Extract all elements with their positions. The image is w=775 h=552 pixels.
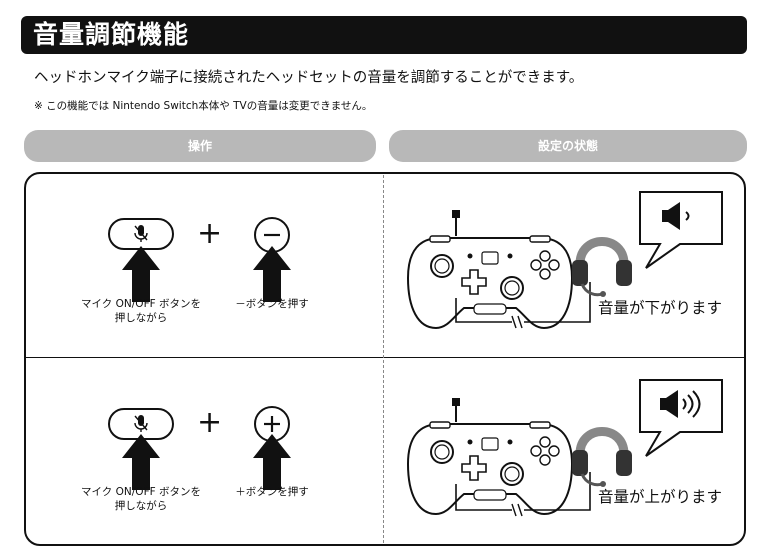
- arrow-up-icon: [122, 434, 160, 490]
- column-header-operation: 操作: [24, 130, 376, 162]
- column-header-state: 設定の状態: [389, 130, 747, 162]
- hold-label-line1: マイク ON/OFF ボタンを: [81, 298, 201, 310]
- speaker-low-icon: [662, 202, 690, 230]
- speech-bubble: [639, 191, 723, 269]
- note-text: ※ この機能では Nintendo Switch本体や TVの音量は変更できませ…: [34, 100, 373, 112]
- headset-icon: [572, 432, 632, 488]
- arrow-up-icon: [253, 246, 291, 302]
- speech-bubble: [639, 379, 723, 457]
- press-label: －ボタンを押す: [235, 298, 309, 310]
- plus-sign: +: [197, 405, 223, 440]
- page-title: 音量調節機能: [33, 20, 190, 49]
- hold-label-line2: 押しながら: [114, 312, 168, 324]
- headset-icon: [572, 242, 632, 298]
- description-text: ヘッドホンマイク端子に接続されたヘッドセットの音量を調節することができます。: [34, 70, 584, 86]
- controller-icon: [407, 235, 573, 329]
- press-label: ＋ボタンを押す: [235, 486, 309, 498]
- controller-icon: [407, 421, 573, 515]
- instruction-panel: [24, 172, 746, 546]
- arrow-up-icon: [122, 246, 160, 302]
- column-divider: [383, 175, 384, 543]
- hold-label: マイク ON/OFF ボタンを 押しながら: [66, 485, 216, 513]
- hold-label-line2: 押しながら: [114, 500, 168, 512]
- hold-label-line1: マイク ON/OFF ボタンを: [81, 486, 201, 498]
- status-text: 音量が上がります: [598, 488, 723, 506]
- row-divider: [24, 357, 746, 358]
- mic-button-icon: [108, 218, 174, 250]
- hold-label: マイク ON/OFF ボタンを 押しながら: [66, 297, 216, 325]
- plus-sign: +: [197, 216, 223, 251]
- title-bar: 音量調節機能: [21, 16, 747, 54]
- speaker-high-icon: [660, 390, 701, 418]
- arrow-up-icon: [253, 434, 291, 490]
- status-text: 音量が下がります: [598, 299, 723, 317]
